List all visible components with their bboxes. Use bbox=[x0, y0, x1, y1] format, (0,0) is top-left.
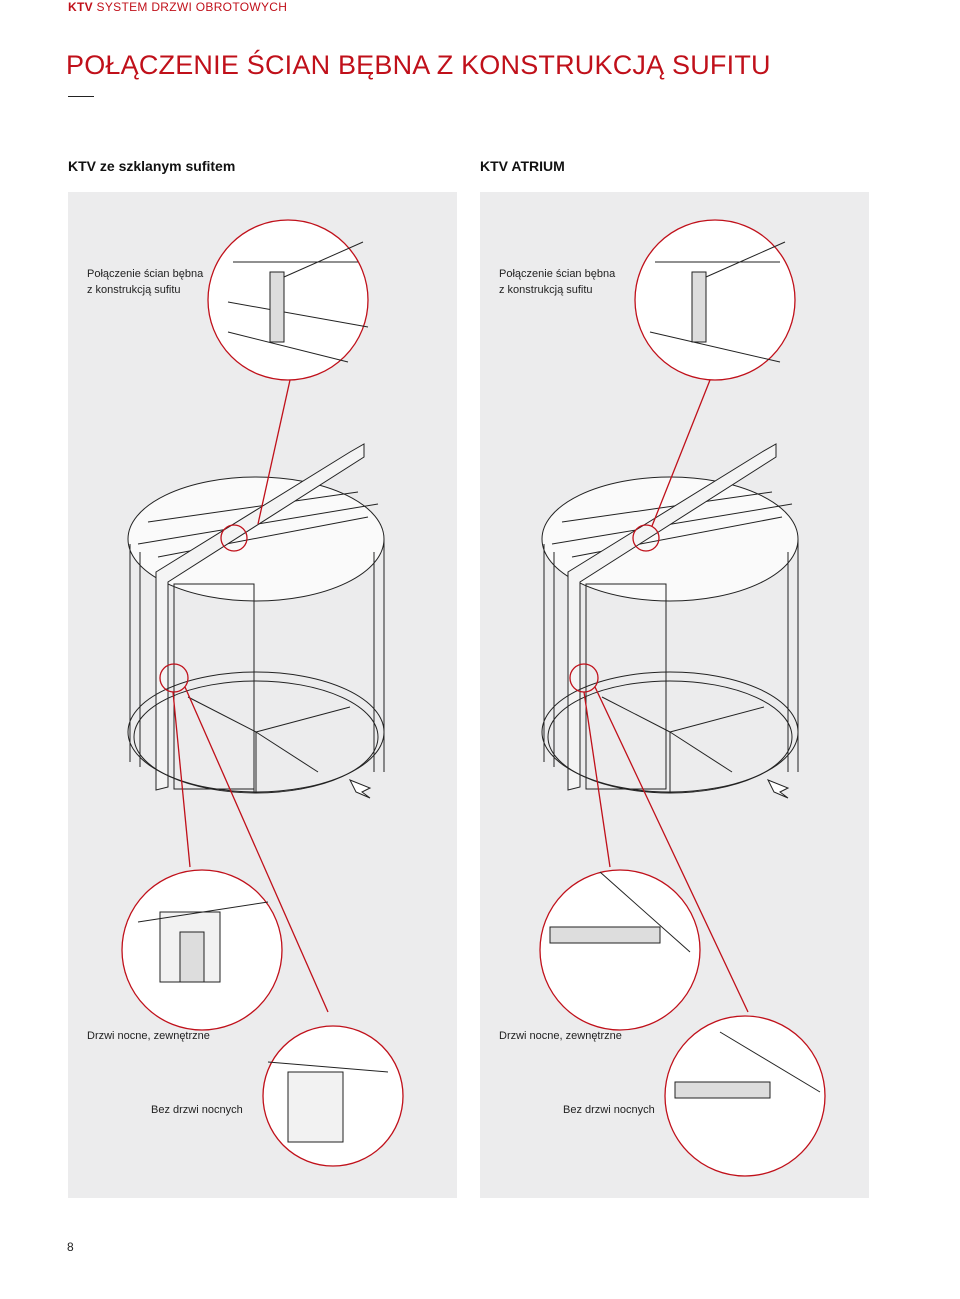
drawing-atrium bbox=[539, 219, 826, 1177]
panel-atrium: Połączenie ścian bębna z konstrukcją suf… bbox=[480, 192, 869, 1198]
column-heading-atrium: KTV ATRIUM bbox=[480, 158, 565, 174]
running-header: KTV SYSTEM DRZWI OBROTOWYCH bbox=[68, 0, 287, 14]
caption-atrium-no-night-door: Bez drzwi nocnych bbox=[563, 1104, 655, 1116]
page-title: POŁĄCZENIE ŚCIAN BĘBNA Z KONSTRUKCJĄ SUF… bbox=[66, 50, 771, 80]
detail-marker-base bbox=[159, 663, 189, 693]
caption-atrium-ceiling-joint-line1: Połączenie ścian bębna bbox=[499, 268, 616, 280]
page-number: 8 bbox=[67, 1240, 74, 1254]
detail-marker-atrium-ceiling bbox=[632, 524, 660, 552]
caption-ceiling-joint-line1: Połączenie ścian bębna bbox=[87, 268, 204, 280]
panel-glass-ceiling: Połączenie ścian bębna z konstrukcją suf… bbox=[68, 192, 457, 1198]
header-brand: KTV bbox=[68, 0, 93, 14]
detail-circle-atrium-ceiling-joint bbox=[634, 219, 796, 381]
column-heading-glass-ceiling: KTV ze szklanym sufitem bbox=[68, 158, 236, 174]
caption-ceiling-joint: Połączenie ścian bębna z konstrukcją suf… bbox=[87, 266, 203, 298]
caption-night-door: Drzwi nocne, zewnętrzne bbox=[87, 1030, 210, 1042]
caption-atrium-ceiling-joint-line2: z konstrukcją sufitu bbox=[499, 284, 593, 296]
title-rule bbox=[68, 96, 94, 97]
caption-atrium-night-door: Drzwi nocne, zewnętrzne bbox=[499, 1030, 622, 1042]
caption-atrium-ceiling-joint: Połączenie ścian bębna z konstrukcją suf… bbox=[499, 266, 615, 298]
detail-circle-ceiling-joint bbox=[207, 219, 369, 381]
detail-marker-ceiling bbox=[220, 524, 248, 552]
caption-no-night-door: Bez drzwi nocnych bbox=[151, 1104, 243, 1116]
drawing-glass-ceiling bbox=[121, 219, 404, 1167]
caption-ceiling-joint-line2: z konstrukcją sufitu bbox=[87, 284, 181, 296]
detail-circle-atrium-night-door bbox=[539, 869, 701, 1031]
header-section: SYSTEM DRZWI OBROTOWYCH bbox=[96, 0, 288, 14]
